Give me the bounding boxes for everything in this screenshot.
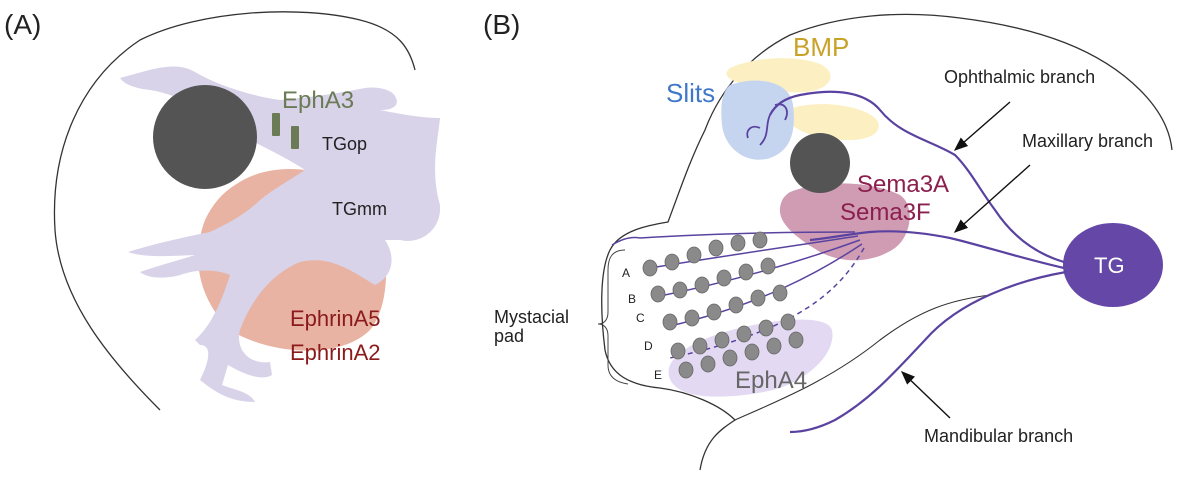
mystacial-label-line1: Mystacial [494, 307, 569, 327]
trigeminal-ganglion [1063, 223, 1163, 307]
mandibular-nerve [789, 270, 1067, 434]
head-outline-a [53, 11, 416, 411]
mandibular-arrow [900, 371, 951, 419]
row-label-c: C [636, 311, 645, 325]
tgmm-label: TGmm [332, 199, 387, 219]
epha3-marker-2 [291, 126, 299, 149]
maxillary-label: Maxillary branch [1022, 131, 1153, 151]
ophthalmic-arrow [953, 101, 1011, 151]
trigeminal-projection [120, 66, 441, 402]
panel-a: (A) EphA3 TGop TGmm EphrinA5 EphrinA2 [4, 9, 441, 411]
sema3f-label: Sema3F [840, 199, 931, 226]
panel-a-label: (A) [4, 9, 41, 40]
mystacial-bracket [597, 249, 629, 385]
panel-b: (B) BMP Slits Sema3A Sema3F EphA4 TG [483, 9, 1173, 471]
mandibular-label: Mandibular branch [924, 426, 1073, 446]
eye-a [153, 85, 257, 189]
epha3-label: EphA3 [282, 87, 354, 114]
mystacial-label-line2: pad [494, 326, 524, 346]
whisker-follicles [642, 231, 804, 379]
sema3a-label: Sema3A [857, 171, 949, 198]
ophthalmic-nerve [769, 90, 1065, 264]
bmp-label: BMP [793, 32, 849, 62]
ophthalmic-label: Ophthalmic branch [944, 67, 1095, 87]
ephrin-a5-label: EphrinA5 [290, 306, 381, 331]
row-label-a: A [622, 266, 630, 280]
eye-b [790, 133, 850, 193]
slits-label: Slits [666, 78, 715, 108]
ephrin-a2-label: EphrinA2 [290, 340, 381, 365]
maxillary-arrow [953, 164, 1031, 233]
sema-region [779, 183, 910, 261]
row-label-d: D [644, 339, 653, 353]
ophthalmic-branch-fibers [746, 103, 788, 146]
head-outline-b [601, 13, 1173, 471]
tg-label: TG [1094, 253, 1125, 278]
tgop-label: TGop [322, 134, 367, 154]
maxillary-nerve [809, 230, 1065, 270]
row-label-e: E [654, 368, 662, 382]
row-label-b: B [628, 292, 636, 306]
bmp-region-lower [787, 104, 879, 140]
slits-region [721, 80, 794, 160]
epha4-label: EphA4 [735, 367, 807, 394]
jaw-outline [734, 294, 991, 421]
panel-b-label: (B) [483, 9, 520, 40]
epha3-marker-1 [272, 113, 280, 136]
